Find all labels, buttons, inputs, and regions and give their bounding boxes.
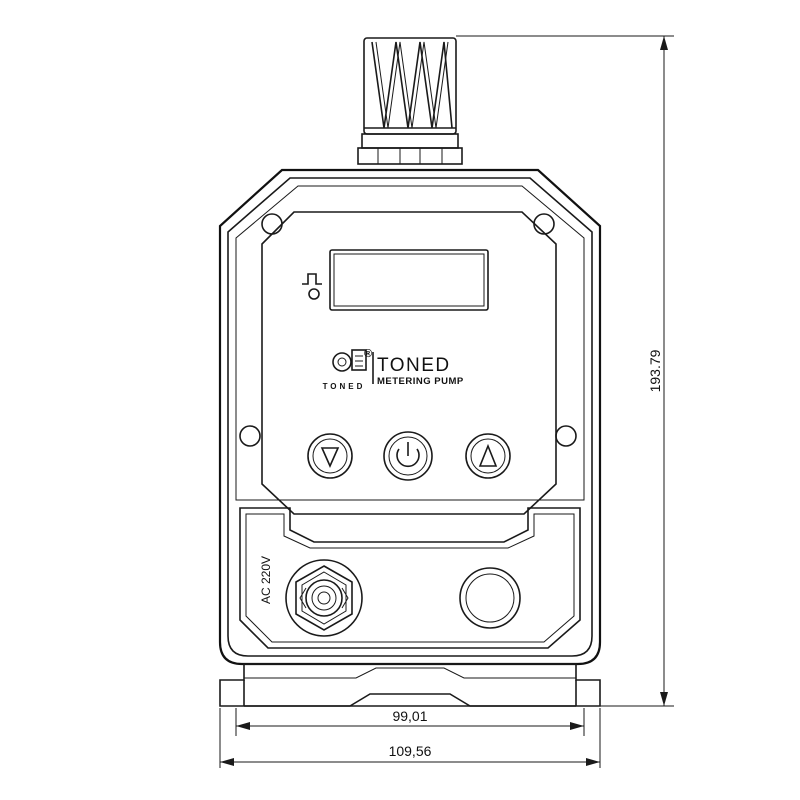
screw <box>533 213 555 235</box>
outlet-plug <box>459 567 521 629</box>
screw <box>555 425 577 447</box>
base-mount <box>219 663 601 707</box>
screw <box>239 425 261 447</box>
adjustment-knob[interactable] <box>357 37 463 165</box>
control-panel <box>261 211 557 515</box>
down-button[interactable] <box>307 433 353 479</box>
up-arrow-icon <box>478 443 498 467</box>
lcd-display <box>329 249 489 311</box>
inner-width-dimension-label: 99,01 <box>392 708 427 724</box>
down-arrow-icon <box>320 447 340 468</box>
product-type: METERING PUMP <box>377 376 464 387</box>
brand-logo-icon <box>332 349 367 372</box>
power-button[interactable] <box>383 431 433 481</box>
power-label: AC 220V <box>259 556 273 604</box>
lower-panel <box>239 507 581 649</box>
screw <box>261 213 283 235</box>
cable-gland <box>285 559 363 637</box>
power-icon <box>396 448 420 468</box>
brand-name: TONED <box>377 355 451 376</box>
registered-mark: ® <box>364 348 372 360</box>
dimension-outer-width <box>219 708 601 768</box>
dimension-inner-width <box>235 708 585 736</box>
pulse-icon <box>302 273 322 285</box>
height-dimension-label: 193.79 <box>647 349 663 392</box>
pump-housing <box>218 168 602 666</box>
outer-width-dimension-label: 109,56 <box>389 743 432 759</box>
up-button[interactable] <box>465 433 511 479</box>
dimension-height <box>456 35 674 707</box>
logo-text: TONED <box>323 382 366 391</box>
led-indicator <box>308 288 320 300</box>
